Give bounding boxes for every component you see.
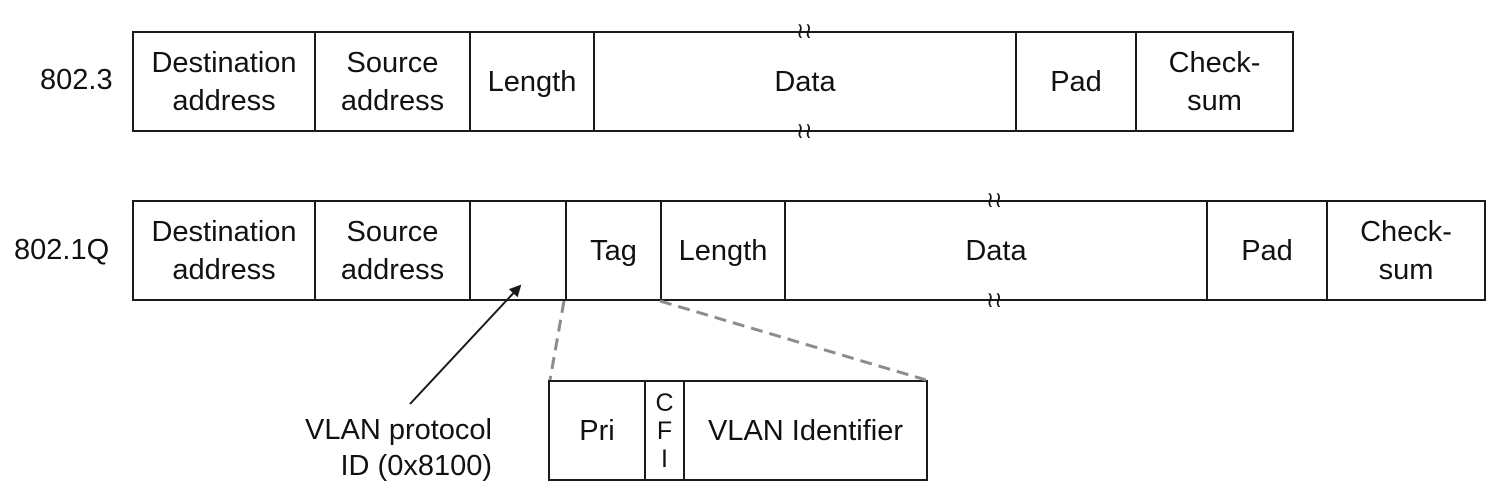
cfi-letter-f: F: [656, 416, 673, 445]
field-length: Length: [471, 33, 595, 130]
field-destination-line1: Destination: [151, 46, 297, 79]
field-length: Length: [662, 202, 786, 299]
field-checksum: Check- sum: [1137, 33, 1292, 130]
tag-field-pri: Pri: [550, 382, 646, 479]
tag-field-vlan-identifier: VLAN Identifier: [707, 414, 904, 447]
field-checksum-line1: Check-: [1168, 46, 1261, 79]
field-data: Data: [786, 202, 1208, 299]
break-mark-icon: ≀≀: [796, 118, 813, 143]
annotation-arrow: [409, 284, 522, 405]
tag-field-cfi: C F I: [646, 382, 685, 479]
tag-expansion-left: [548, 300, 566, 381]
frame-8021q: Destination address Source address Tag L…: [132, 200, 1486, 301]
field-source-address: Source address: [316, 33, 471, 130]
annotation-vlan-protocol-id: VLAN protocol ID (0x8100): [260, 412, 492, 484]
annotation-line1: VLAN protocol: [305, 414, 492, 446]
field-protocol-id: [471, 202, 567, 299]
field-source-line2: address: [340, 253, 445, 286]
field-data: Data: [595, 33, 1017, 130]
break-mark-icon: ≀≀: [796, 18, 813, 43]
frame-label-8021q: 802.1Q: [14, 234, 110, 266]
field-destination-line2: address: [172, 253, 276, 286]
frame-label-8023: 802.3: [40, 64, 113, 96]
field-pad: Pad: [1208, 202, 1328, 299]
field-checksum-line2: sum: [1378, 253, 1434, 286]
field-source-line1: Source: [346, 215, 439, 248]
frame-8023: Destination address Source address Lengt…: [132, 31, 1294, 132]
field-destination-address: Destination address: [134, 33, 316, 130]
field-pad: Pad: [1017, 33, 1137, 130]
break-mark-icon: ≀≀: [986, 287, 1003, 312]
field-source-address: Source address: [316, 202, 471, 299]
tag-detail-box: Pri C F I VLAN Identifier: [548, 380, 928, 481]
field-destination-line2: address: [172, 84, 276, 117]
field-checksum-line1: Check-: [1360, 215, 1452, 248]
break-mark-icon: ≀≀: [986, 187, 1003, 212]
field-checksum: Check- sum: [1328, 202, 1484, 299]
tag-expansion-right: [659, 299, 927, 382]
cfi-letter-i: I: [661, 444, 668, 473]
field-source-line2: address: [340, 84, 445, 117]
field-destination-address: Destination address: [134, 202, 316, 299]
field-destination-line1: Destination: [151, 215, 297, 248]
cfi-letter-c: C: [655, 388, 674, 417]
field-checksum-line2: sum: [1187, 84, 1242, 117]
field-source-line1: Source: [346, 46, 439, 79]
annotation-line2: ID (0x8100): [340, 450, 492, 482]
field-tag: Tag: [567, 202, 662, 299]
